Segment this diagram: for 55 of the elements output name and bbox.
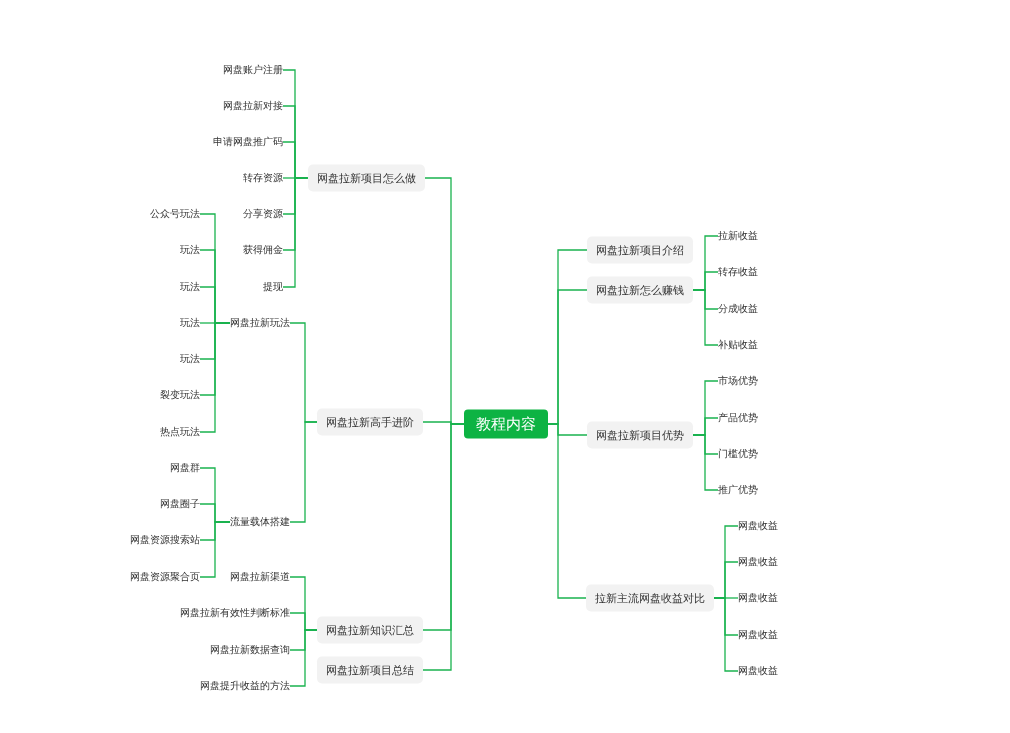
subtopic-text: 补贴收益 [718, 337, 758, 353]
subtopic-text: 玩法 [180, 242, 200, 258]
subtopic-text: 门槛优势 [718, 446, 758, 462]
connector-line [199, 521, 231, 578]
subtopic-text: 转存收益 [718, 264, 758, 280]
subtopic-text: 网盘拉新有效性判断标准 [180, 605, 290, 621]
topic-box: 网盘拉新项目怎么做 [307, 164, 425, 192]
central-topic: 教程内容 [464, 409, 548, 439]
subtopic-text: 申请网盘推广码 [213, 134, 283, 150]
subtopic-text: 获得佣金 [243, 242, 283, 258]
subtopic-text: 拉新收益 [718, 228, 758, 244]
subtopic-text: 网盘账户注册 [223, 62, 283, 78]
subtopic-text: 玩法 [180, 279, 200, 295]
subtopic-text: 产品优势 [718, 410, 758, 426]
connector-line [289, 629, 318, 687]
connector-line [199, 322, 231, 433]
connector-line [422, 423, 465, 671]
subtopic-text: 提现 [263, 279, 283, 295]
subtopic-text: 网盘资源聚合页 [130, 569, 200, 585]
subtopic-text: 网盘群 [170, 460, 200, 476]
subtopic-text: 分享资源 [243, 206, 283, 222]
subtopic-text: 推广优势 [718, 482, 758, 498]
connector-line [289, 421, 318, 523]
subtopic-text: 网盘收益 [738, 627, 778, 643]
subtopic-text: 流量载体搭建 [230, 514, 290, 530]
connector-line [692, 434, 719, 491]
subtopic-text: 裂变玩法 [160, 387, 200, 403]
subtopic-text: 网盘收益 [738, 554, 778, 570]
topic-box: 网盘拉新项目总结 [317, 656, 423, 684]
subtopic-text: 网盘收益 [738, 663, 778, 679]
topic-box: 网盘拉新知识汇总 [317, 616, 423, 644]
subtopic-text: 玩法 [180, 315, 200, 331]
subtopic-text: 网盘提升收益的方法 [200, 678, 290, 694]
subtopic-text: 网盘收益 [738, 518, 778, 534]
subtopic-text: 玩法 [180, 351, 200, 367]
connector-line [282, 177, 309, 288]
subtopic-text: 网盘拉新对接 [223, 98, 283, 114]
topic-box: 网盘拉新项目优势 [587, 421, 693, 449]
connector-line [692, 289, 719, 346]
subtopic-text: 热点玩法 [160, 424, 200, 440]
subtopic-text: 公众号玩法 [150, 206, 200, 222]
subtopic-text: 分成收益 [718, 301, 758, 317]
topic-box: 拉新主流网盘收益对比 [586, 584, 714, 612]
topic-box: 网盘拉新项目介绍 [587, 236, 693, 264]
connector-line [547, 423, 587, 599]
subtopic-text: 网盘拉新数据查询 [210, 642, 290, 658]
subtopic-text: 网盘拉新玩法 [230, 315, 290, 331]
subtopic-text: 市场优势 [718, 373, 758, 389]
subtopic-text: 网盘收益 [738, 590, 778, 606]
topic-box: 网盘拉新高手进阶 [317, 408, 423, 436]
subtopic-text: 网盘圈子 [160, 496, 200, 512]
topic-box: 网盘拉新怎么赚钱 [587, 276, 693, 304]
subtopic-text: 网盘资源搜索站 [130, 532, 200, 548]
subtopic-text: 转存资源 [243, 170, 283, 186]
subtopic-text: 网盘拉新渠道 [230, 569, 290, 585]
